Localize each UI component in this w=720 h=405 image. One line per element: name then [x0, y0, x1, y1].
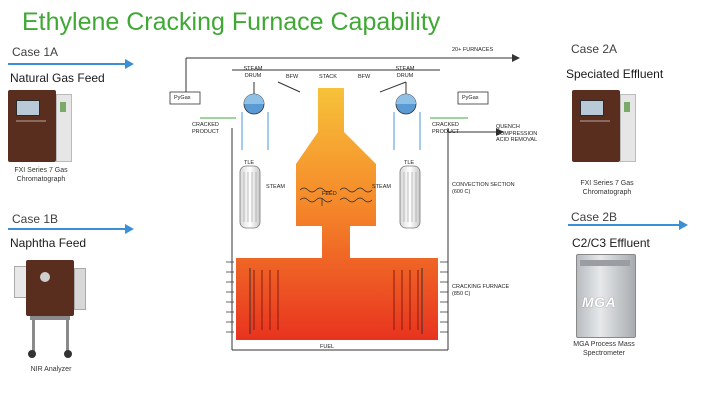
convection-label: CONVECTION SECTION (600 C) [452, 182, 515, 195]
quench-label: QUENCH COMPRESSION ACID REMOVAL [496, 124, 538, 143]
process-lines [185, 57, 512, 351]
steam-drum-left-label: STEAM DRUM [243, 66, 263, 79]
pygas-box-right [457, 91, 489, 105]
pygas-box-left [169, 91, 201, 105]
furnaces-label: 20+ FURNACES [452, 47, 494, 53]
mga-mass-spectrometer-image: MGA [576, 254, 636, 338]
cracking-label: CRACKING FURNACE (850 C) [452, 284, 510, 297]
case-2b-label: Case 2B [571, 210, 618, 224]
water-lines [241, 112, 421, 150]
steam-left-label: STEAM [266, 184, 285, 190]
stack-label: STACK [319, 74, 337, 80]
furnace-body [236, 88, 438, 340]
case-2a-feed: Speciated Effluent [566, 67, 664, 81]
page-title: Ethylene Cracking Furnace Capability [22, 8, 441, 36]
pygas-right-label: PyGas [462, 95, 479, 101]
case-2b-feed: C2/C3 Effluent [572, 236, 650, 250]
steam-drum-right-label: STEAM DRUM [395, 66, 415, 79]
case-1b-feed: Naphtha Feed [10, 236, 87, 250]
steam-drum-right [395, 93, 417, 115]
cracked-product-right-label: CRACKED PRODUCT [432, 122, 460, 135]
bfw-right-label: BFW [358, 74, 371, 80]
tle-left [239, 165, 261, 229]
burners [226, 261, 448, 333]
furnaces-arrowhead [512, 54, 520, 62]
fuel-label: FUEL [320, 344, 335, 350]
case-1a-arrow [8, 59, 134, 69]
feed-label: FEED [322, 191, 337, 197]
case-2a-instrument: FXI Series 7 Gas Chromatograph [580, 180, 634, 196]
case-1a-feed: Natural Gas Feed [10, 71, 105, 85]
cracked-product-left-label: CRACKED PRODUCT [192, 122, 220, 135]
gas-chromatograph-1a-image [8, 90, 72, 162]
radiant-coils [249, 268, 423, 334]
steam-right-label: STEAM [372, 184, 391, 190]
tle-right [399, 165, 421, 229]
case-1b-arrow [8, 224, 134, 234]
bfw-left-label: BFW [286, 74, 299, 80]
nir-analyzer-image [12, 258, 88, 358]
case-2b-instrument: MGA Process Mass Spectrometer [573, 341, 635, 357]
pygas-left-label: PyGas [174, 95, 191, 101]
steam-drum-left [243, 93, 265, 115]
case-1b-instrument: NIR Analyzer [30, 366, 72, 373]
tle-left-label: TLE [244, 160, 255, 166]
case-1a-label: Case 1A [12, 45, 59, 59]
case-2a-label: Case 2A [571, 42, 618, 56]
convection-coils [299, 187, 373, 203]
mga-logo: MGA [582, 294, 617, 310]
quench-arrowhead [496, 128, 504, 136]
case-2b-arrow [568, 220, 688, 230]
case-1b-label: Case 1B [12, 212, 59, 226]
tle-right-label: TLE [404, 160, 415, 166]
gas-chromatograph-2a-image [572, 90, 636, 162]
case-1a-instrument: FXI Series 7 Gas Chromatograph [14, 167, 68, 183]
